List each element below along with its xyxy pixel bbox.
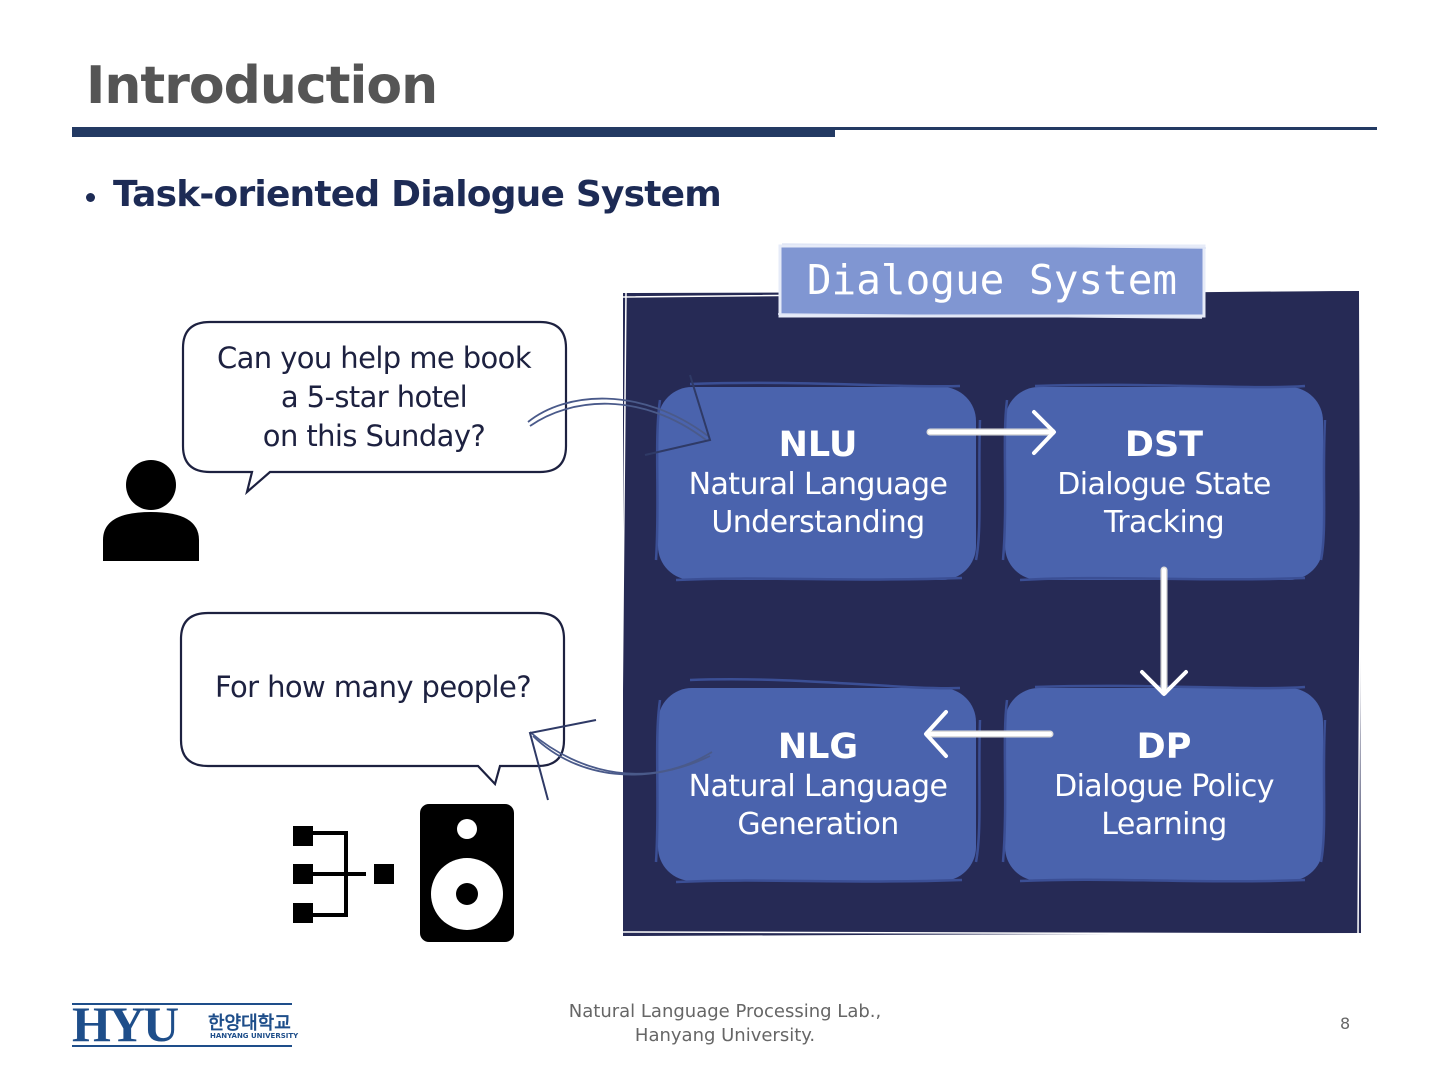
hyu-logo: HYU: [72, 996, 179, 1052]
module-nlg-box: [654, 678, 982, 884]
title-rule-thick: [72, 127, 835, 137]
bullet-heading: Task-oriented Dialogue System: [113, 174, 722, 215]
module-dst-name: Dialogue State Tracking: [1057, 467, 1271, 540]
logo-english: HANYANG UNIVERSITY: [210, 1032, 299, 1040]
system-label: Dialogue System: [806, 256, 1178, 304]
module-dst-abbr: DST: [1124, 425, 1204, 465]
logo-rule-bottom: [72, 1045, 292, 1047]
module-dp-box: [1001, 684, 1327, 883]
footer-lab: Natural Language Processing Lab., Hanyan…: [568, 1001, 882, 1046]
speaker-icon: [420, 804, 514, 942]
module-nlg: NLG Natural Language Generation: [658, 726, 978, 844]
module-nlu-abbr: NLU: [778, 425, 858, 465]
module-nlu-box: [654, 381, 982, 582]
user-utterance: Can you help me book a 5-star hotel on t…: [216, 341, 532, 453]
logo-korean: 한양대학교: [208, 1013, 291, 1034]
person-icon: [103, 460, 199, 561]
arrow-nlu-to-dst: [926, 410, 1056, 455]
module-dst: DST Dialogue State Tracking: [1004, 424, 1324, 542]
module-dp: DP Dialogue Policy Learning: [1004, 726, 1324, 844]
bullet-dot: [86, 193, 95, 202]
system-label-box: [778, 244, 1206, 318]
module-nlg-abbr: NLG: [777, 727, 859, 767]
title-rule-thin: [835, 127, 1377, 130]
arrow-nlg-to-user: [528, 719, 713, 801]
module-dp-abbr: DP: [1136, 727, 1192, 767]
page-number: 8: [1340, 1014, 1351, 1033]
user-speech-bubble: [181, 320, 568, 496]
system-utterance: For how many people?: [214, 670, 532, 704]
arrow-dp-to-nlg: [924, 710, 1054, 758]
module-nlu: NLU Natural Language Understanding: [658, 424, 978, 542]
arrow-dst-to-dp: [1140, 566, 1188, 696]
network-icon: [293, 826, 394, 923]
arrow-user-to-nlu: [527, 374, 712, 456]
slide-title: Introduction: [86, 56, 438, 116]
module-dp-name: Dialogue Policy Learning: [1054, 769, 1274, 842]
module-nlu-name: Natural Language Understanding: [688, 467, 948, 540]
module-nlg-name: Natural Language Generation: [688, 769, 948, 842]
module-dst-box: [1001, 383, 1327, 582]
system-speech-bubble: [179, 611, 566, 787]
logo-rule-top: [72, 1003, 292, 1005]
